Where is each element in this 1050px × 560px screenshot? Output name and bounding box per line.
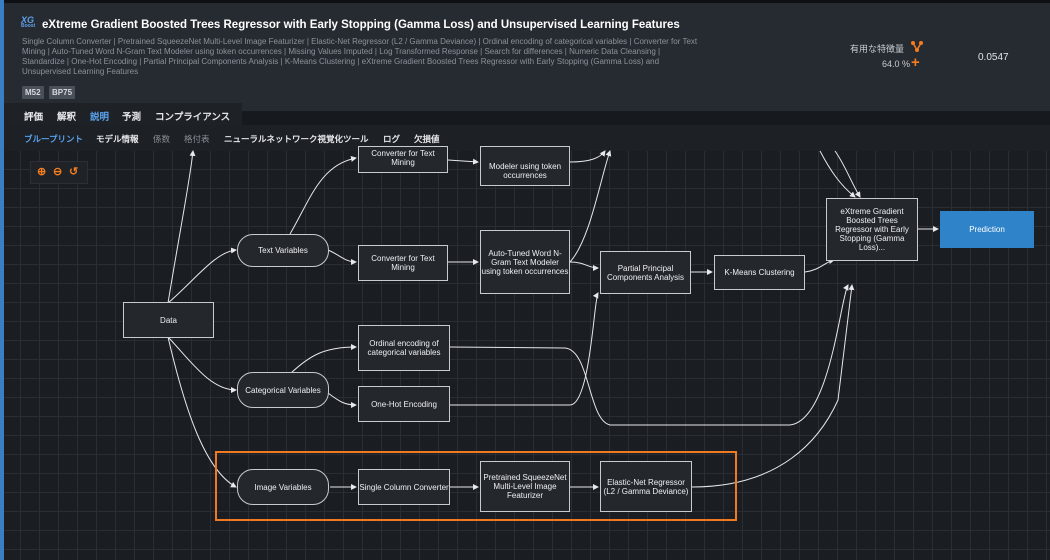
node-prediction[interactable]: Prediction	[940, 211, 1034, 248]
node-categorical-variables[interactable]: Categorical Variables	[237, 372, 329, 408]
top-nav-background	[4, 103, 242, 125]
tab-nn-visualizer[interactable]: ニューラルネットワーク視覚化ツール	[224, 134, 369, 144]
node-converter-text-mining-top[interactable]: Converter for Text Mining	[358, 146, 448, 173]
nav-evaluate[interactable]: 評価	[24, 112, 44, 123]
zoom-in-icon[interactable]: ⊕	[37, 166, 47, 178]
node-squeezenet[interactable]: Pretrained SqueezeNet Multi-Level Image …	[480, 461, 570, 512]
feature-list-icon[interactable]	[910, 40, 924, 55]
node-kmeans[interactable]: K-Means Clustering	[714, 255, 805, 290]
model-title: eXtreme Gradient Boosted Trees Regressor…	[42, 19, 680, 31]
model-tag: M52	[22, 86, 44, 99]
tab-rating-table[interactable]: 格付表	[184, 134, 210, 144]
node-ordinal-encoding[interactable]: Ordinal encoding of categorical variable…	[358, 325, 450, 371]
model-tags: M52 BP75	[22, 82, 76, 100]
node-converter-text-mining[interactable]: Converter for Text Mining	[358, 245, 448, 281]
node-xgboost[interactable]: eXtreme Gradient Boosted Trees Regressor…	[826, 198, 918, 261]
node-data[interactable]: Data	[123, 302, 214, 338]
node-partial-pca[interactable]: Partial Principal Components Analysis	[600, 251, 691, 294]
tab-coefficients[interactable]: 係数	[153, 134, 171, 144]
feature-percentage: 64.0 %	[882, 59, 911, 69]
reset-icon[interactable]: ↺	[69, 166, 79, 178]
tab-log[interactable]: ログ	[383, 134, 401, 144]
model-tag: BP75	[49, 86, 76, 99]
zoom-out-icon[interactable]: ⊖	[53, 166, 63, 178]
nav-interpret[interactable]: 解釈	[57, 112, 77, 123]
zoom-controls: ⊕ ⊖ ↺	[30, 161, 88, 184]
node-one-hot-encoding[interactable]: One-Hot Encoding	[358, 386, 450, 422]
node-token-modeler-top[interactable]: Modeler using token occurrences	[480, 146, 570, 186]
window-top-edge	[0, 0, 1050, 3]
metric-score: 0.0547	[978, 52, 1009, 63]
nav-describe[interactable]: 説明	[90, 112, 110, 123]
model-description: Single Column Converter | Pretrained Squ…	[22, 37, 698, 76]
node-ngram-modeler[interactable]: Auto-Tuned Word N-Gram Text Modeler usin…	[480, 230, 570, 294]
tab-missing-values[interactable]: 欠損値	[414, 134, 440, 144]
tab-model-info[interactable]: モデル情報	[96, 134, 139, 144]
feature-list-label: 有用な特徴量	[850, 44, 905, 54]
left-accent-bar	[0, 0, 4, 560]
node-image-variables[interactable]: Image Variables	[237, 469, 329, 505]
tab-blueprint[interactable]: ブループリント	[24, 134, 83, 144]
nav-compliance[interactable]: コンプライアンス	[155, 112, 231, 123]
node-single-column-converter[interactable]: Single Column Converter	[358, 469, 450, 505]
nav-predict[interactable]: 予測	[122, 112, 142, 123]
add-icon[interactable]: +	[911, 54, 920, 71]
image-branch-highlight	[215, 451, 737, 521]
node-text-variables[interactable]: Text Variables	[237, 234, 329, 267]
node-elastic-net[interactable]: Elastic-Net Regressor (L2 / Gamma Devian…	[600, 461, 692, 512]
